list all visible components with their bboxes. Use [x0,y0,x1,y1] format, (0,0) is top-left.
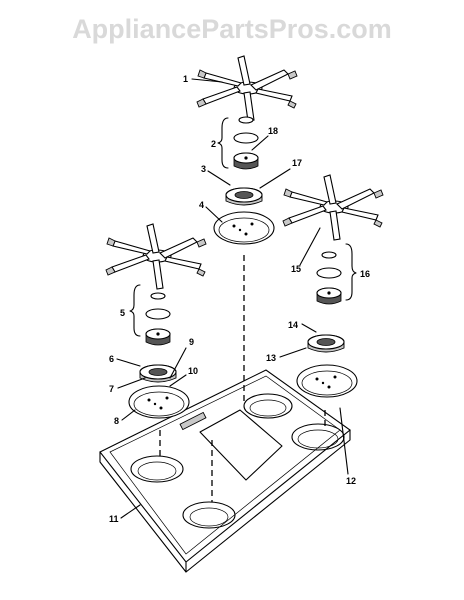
callout-14: 14 [288,320,298,330]
callout-13: 13 [266,353,276,363]
right-burner-assembly [282,174,384,398]
callout-1: 1 [183,74,188,84]
callout-17: 17 [292,158,302,168]
callout-18: 18 [268,126,278,136]
callout-16: 16 [360,269,370,279]
callout-2: 2 [211,139,216,149]
left-burner-assembly [105,223,207,419]
callout-braces [129,117,357,337]
callout-4: 4 [199,200,204,210]
center-burner-assembly [196,55,298,245]
callout-leaders [116,78,349,519]
callout-5: 5 [120,308,125,318]
callout-15: 15 [291,264,301,274]
callout-11: 11 [109,514,119,524]
callout-labels: 1 2 3 4 5 6 7 8 9 10 11 12 13 14 15 16 1… [109,74,370,524]
assembly-centerlines [159,255,326,502]
callout-7: 7 [109,384,114,394]
callout-8: 8 [114,416,119,426]
callout-9: 9 [189,337,194,347]
callout-6: 6 [109,354,114,364]
watermark-text: AppliancePartsPros.com [72,14,392,44]
callout-12: 12 [346,476,356,486]
cooktop-main-top [99,369,351,573]
callout-10: 10 [188,366,198,376]
callout-3: 3 [201,164,206,174]
